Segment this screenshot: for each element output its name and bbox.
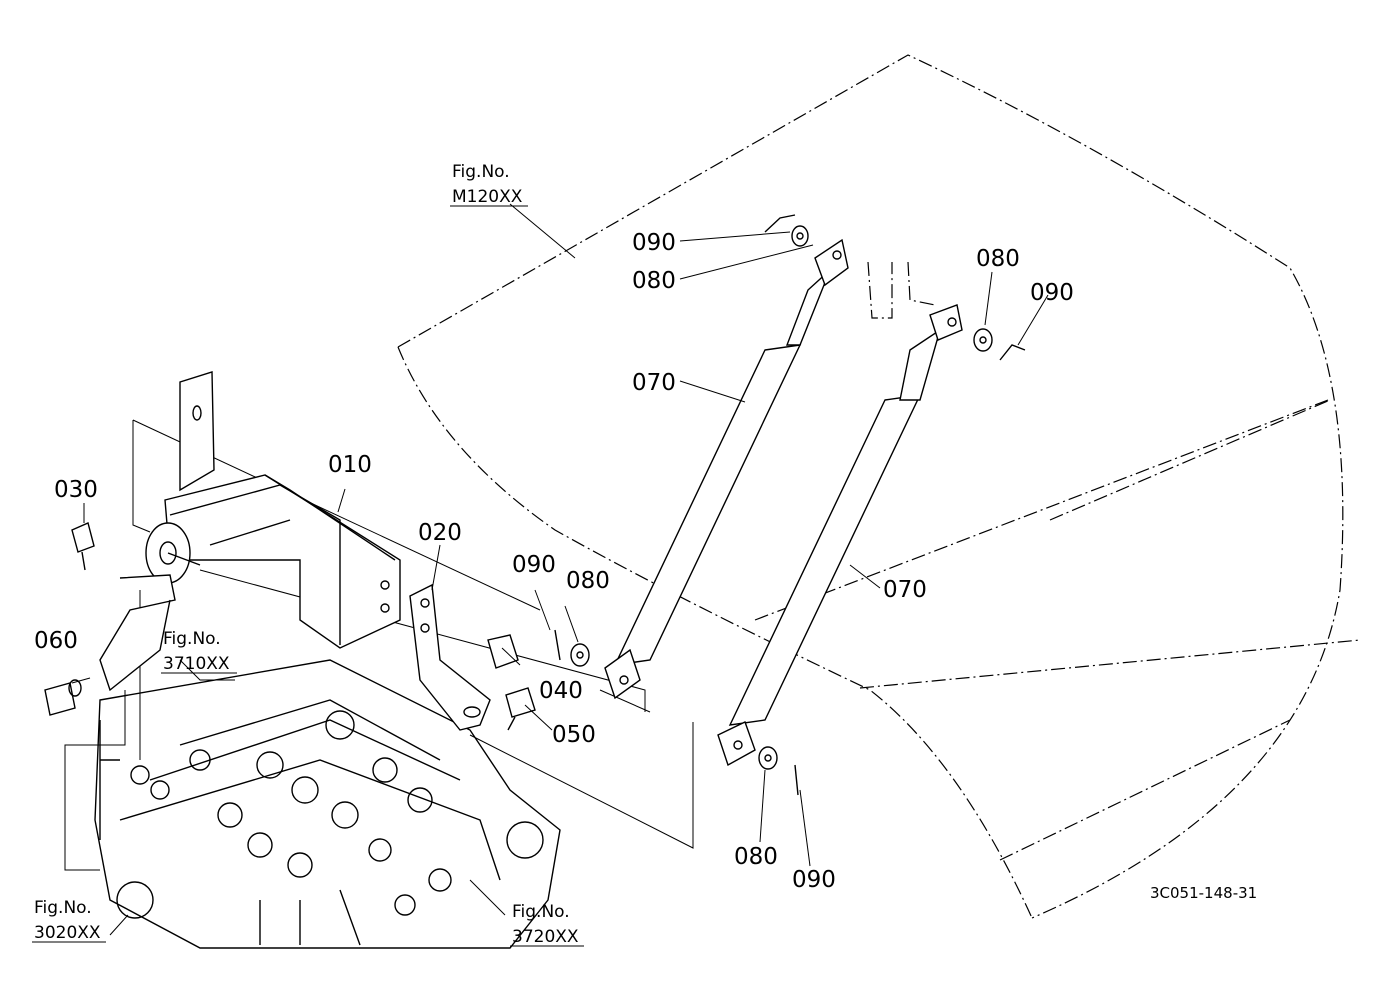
bracket-010 (99, 371, 401, 692)
washers-and-pins (554, 214, 1026, 796)
figure-ref-3710-number: 3710XX (163, 654, 230, 674)
figure-ref-m120: Fig.No. M120XX (450, 162, 528, 207)
figure-ref-3020-label: Fig.No. (34, 898, 92, 918)
figure-ref-3720-number: 3720XX (512, 927, 579, 947)
gas-spring-070-right (717, 304, 963, 767)
bolts-040-050-060 (44, 634, 536, 731)
figure-ref-3020: Fig.No. 3020XX (32, 898, 106, 943)
callout-090-bottom: 090 (792, 867, 836, 893)
figure-ref-3720-label: Fig.No. (512, 902, 570, 922)
callout-060: 060 (34, 628, 78, 654)
figure-ref-m120-number: M120XX (452, 187, 523, 207)
cylinder-head (94, 659, 561, 949)
callout-010: 010 (328, 452, 372, 478)
callout-040: 040 (539, 678, 583, 704)
drawing-code: 3C051-148-31 (1150, 884, 1257, 902)
callout-080-middle: 080 (566, 568, 610, 594)
callout-090-right: 090 (1030, 280, 1074, 306)
callout-050: 050 (552, 722, 596, 748)
figure-ref-3710: Fig.No. 3710XX (161, 629, 237, 674)
figure-ref-m120-label: Fig.No. (452, 162, 510, 182)
gas-spring-070-left (604, 238, 849, 700)
hood-outline (397, 54, 1361, 919)
callout-080-bottom: 080 (734, 844, 778, 870)
callout-070-left: 070 (632, 370, 676, 396)
callout-030: 030 (54, 477, 98, 503)
callout-020: 020 (418, 520, 462, 546)
callout-080-right: 080 (976, 246, 1020, 272)
figure-ref-3710-label: Fig.No. (163, 629, 221, 649)
bracket-020 (409, 583, 491, 731)
callout-070-right: 070 (883, 577, 927, 603)
callout-labels: 010 020 030 040 050 060 070 070 080 080 … (34, 230, 1074, 893)
figure-ref-3020-number: 3020XX (34, 923, 101, 943)
figure-ref-3720: Fig.No. 3720XX (510, 902, 584, 947)
callout-080-top: 080 (632, 268, 676, 294)
callout-090-top: 090 (632, 230, 676, 256)
bolt-030 (71, 522, 95, 571)
callout-leaders (71, 203, 1049, 936)
callout-090-middle: 090 (512, 552, 556, 578)
